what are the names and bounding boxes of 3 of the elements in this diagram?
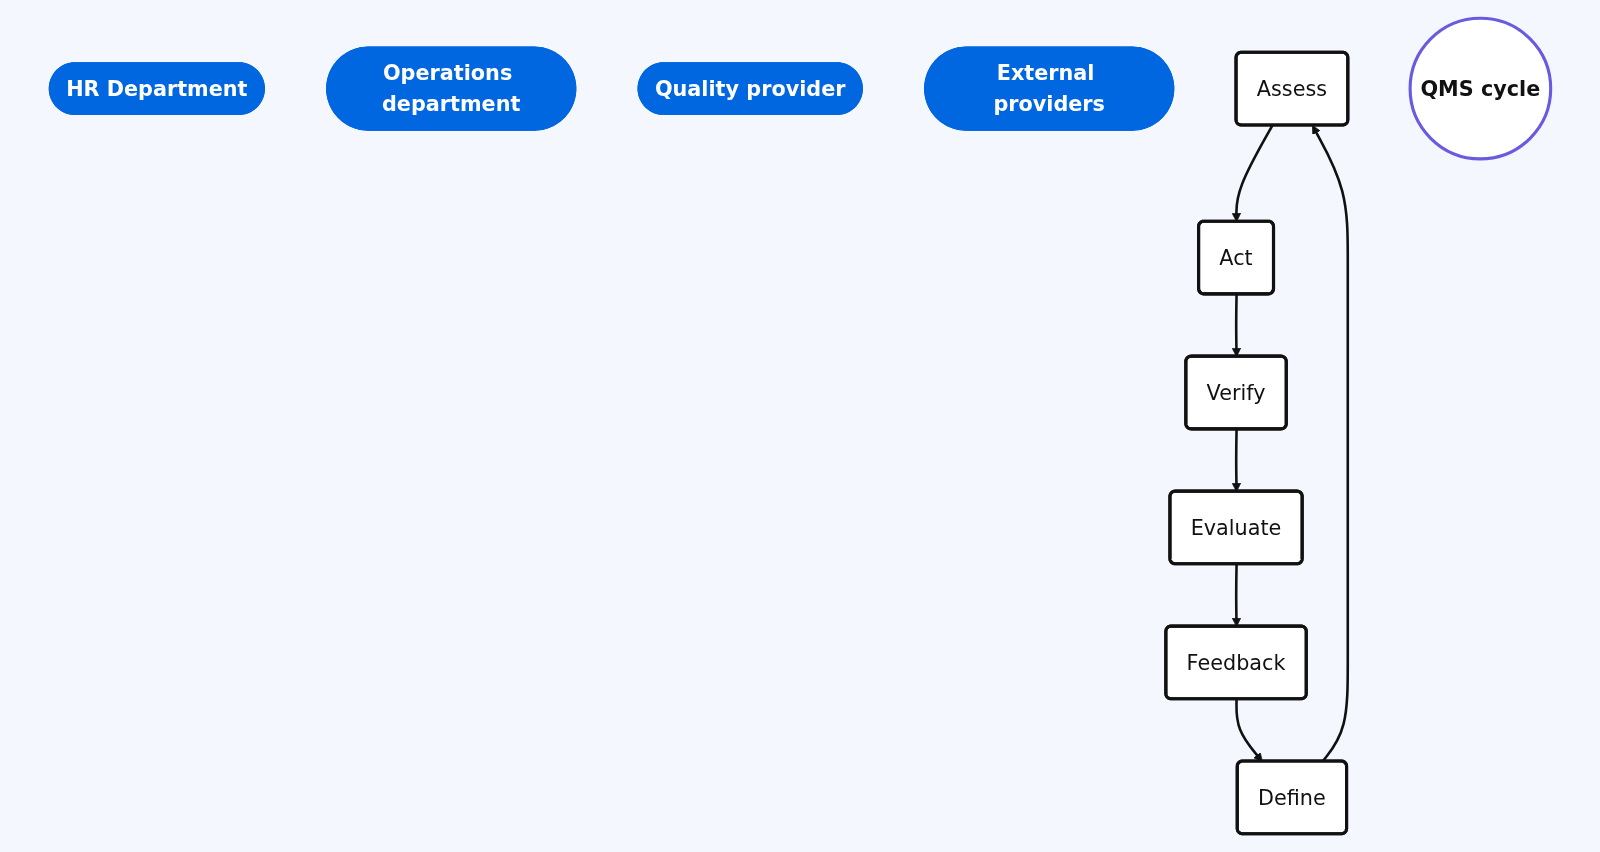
node-circle: QMS cycle: [1408, 16, 1553, 161]
arrow: [1235, 699, 1263, 762]
arrow: [1231, 564, 1241, 627]
